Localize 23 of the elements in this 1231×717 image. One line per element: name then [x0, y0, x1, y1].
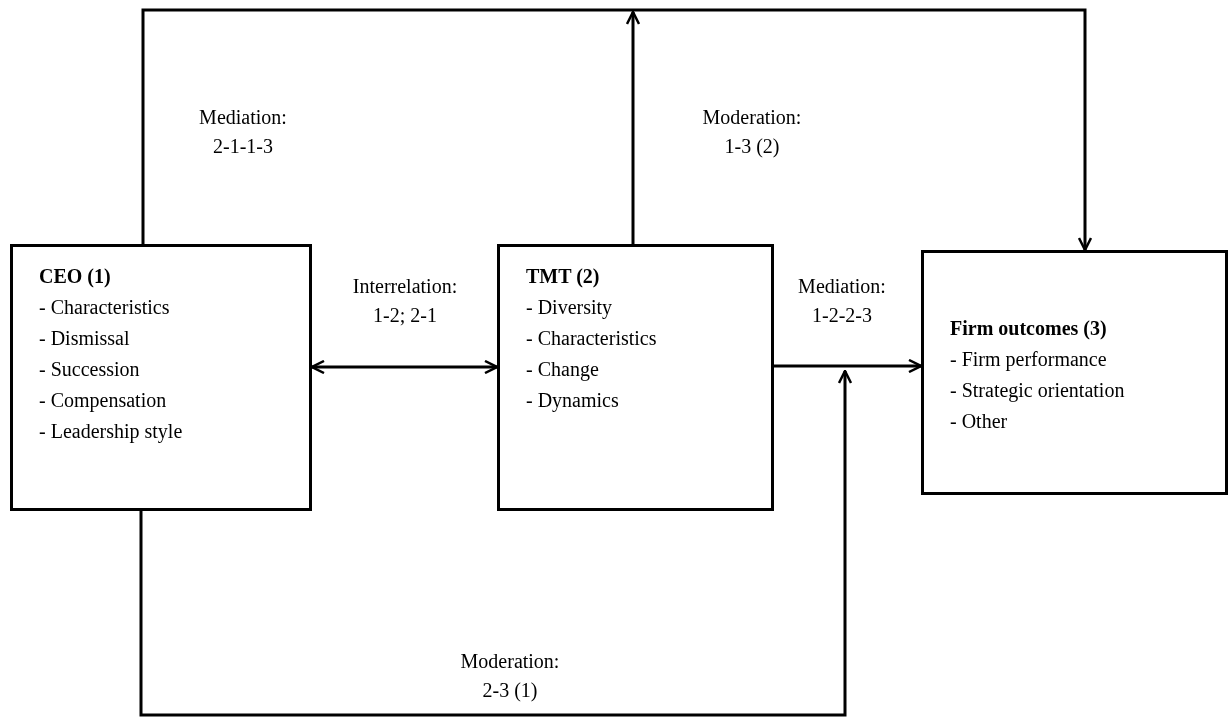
list-item: - Characteristics	[39, 295, 170, 320]
list-item: - Strategic orientation	[950, 378, 1125, 404]
moderation-arrow	[139, 369, 853, 717]
arrow	[310, 359, 499, 375]
list-item: - Dynamics	[526, 388, 619, 414]
list-item: - Succession	[39, 357, 140, 382]
list-item: - Firm performance	[950, 347, 1107, 373]
concept-box	[497, 244, 774, 511]
box-heading: Firm outcomes (3)	[950, 316, 1107, 341]
list-item: - Diversity	[526, 295, 613, 321]
box-heading: CEO (1)	[39, 264, 111, 289]
list-item: - Characteristics	[526, 326, 657, 351]
concept-box	[921, 250, 1228, 495]
arrow	[141, 8, 1093, 252]
list-item: - Change	[526, 357, 599, 383]
box-heading: TMT (2)	[526, 264, 600, 290]
concept-box	[10, 244, 312, 511]
list-item: - Compensation	[39, 388, 167, 414]
moderation-arrow	[625, 10, 641, 244]
list-item: - Leadership style	[39, 419, 183, 445]
list-item: - Other	[950, 409, 1008, 434]
arrow	[774, 358, 923, 374]
list-item: - Dismissal	[39, 326, 130, 351]
